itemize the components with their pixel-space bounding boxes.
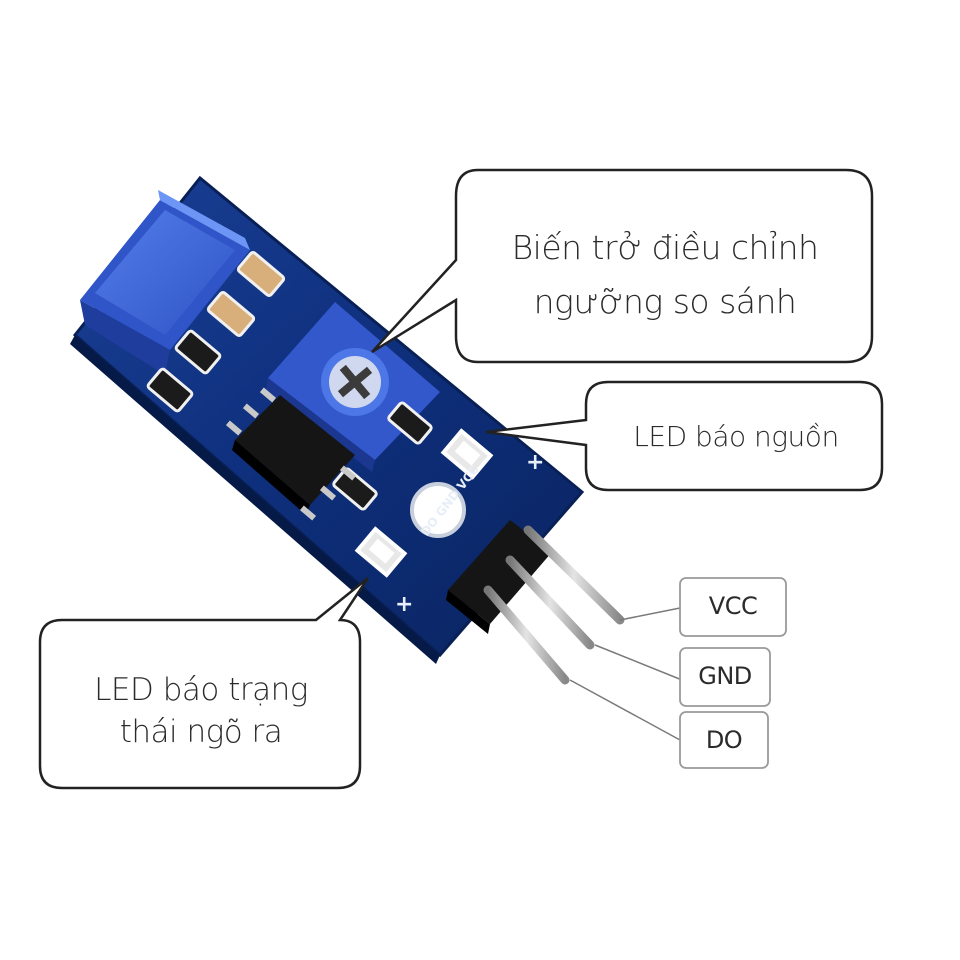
silkscreen-output-plus: + [395, 592, 413, 617]
pin-label-do: DO [680, 726, 768, 754]
output-led-callout-line1: LED báo trạng [46, 672, 356, 708]
power-led-callout: LED báo nguồn [596, 420, 876, 453]
pin-leader-lines [570, 608, 682, 740]
pin-label-vcc: VCC [680, 592, 786, 620]
potentiometer-callout-line2: ngưỡng so sánh [470, 282, 860, 321]
potentiometer-callout-line1: Biến trở điều chỉnh [470, 228, 860, 267]
pin-label-gnd: GND [680, 662, 770, 690]
output-led-callout-line2: thái ngõ ra [46, 714, 356, 750]
silkscreen-power-plus: + [526, 450, 544, 475]
